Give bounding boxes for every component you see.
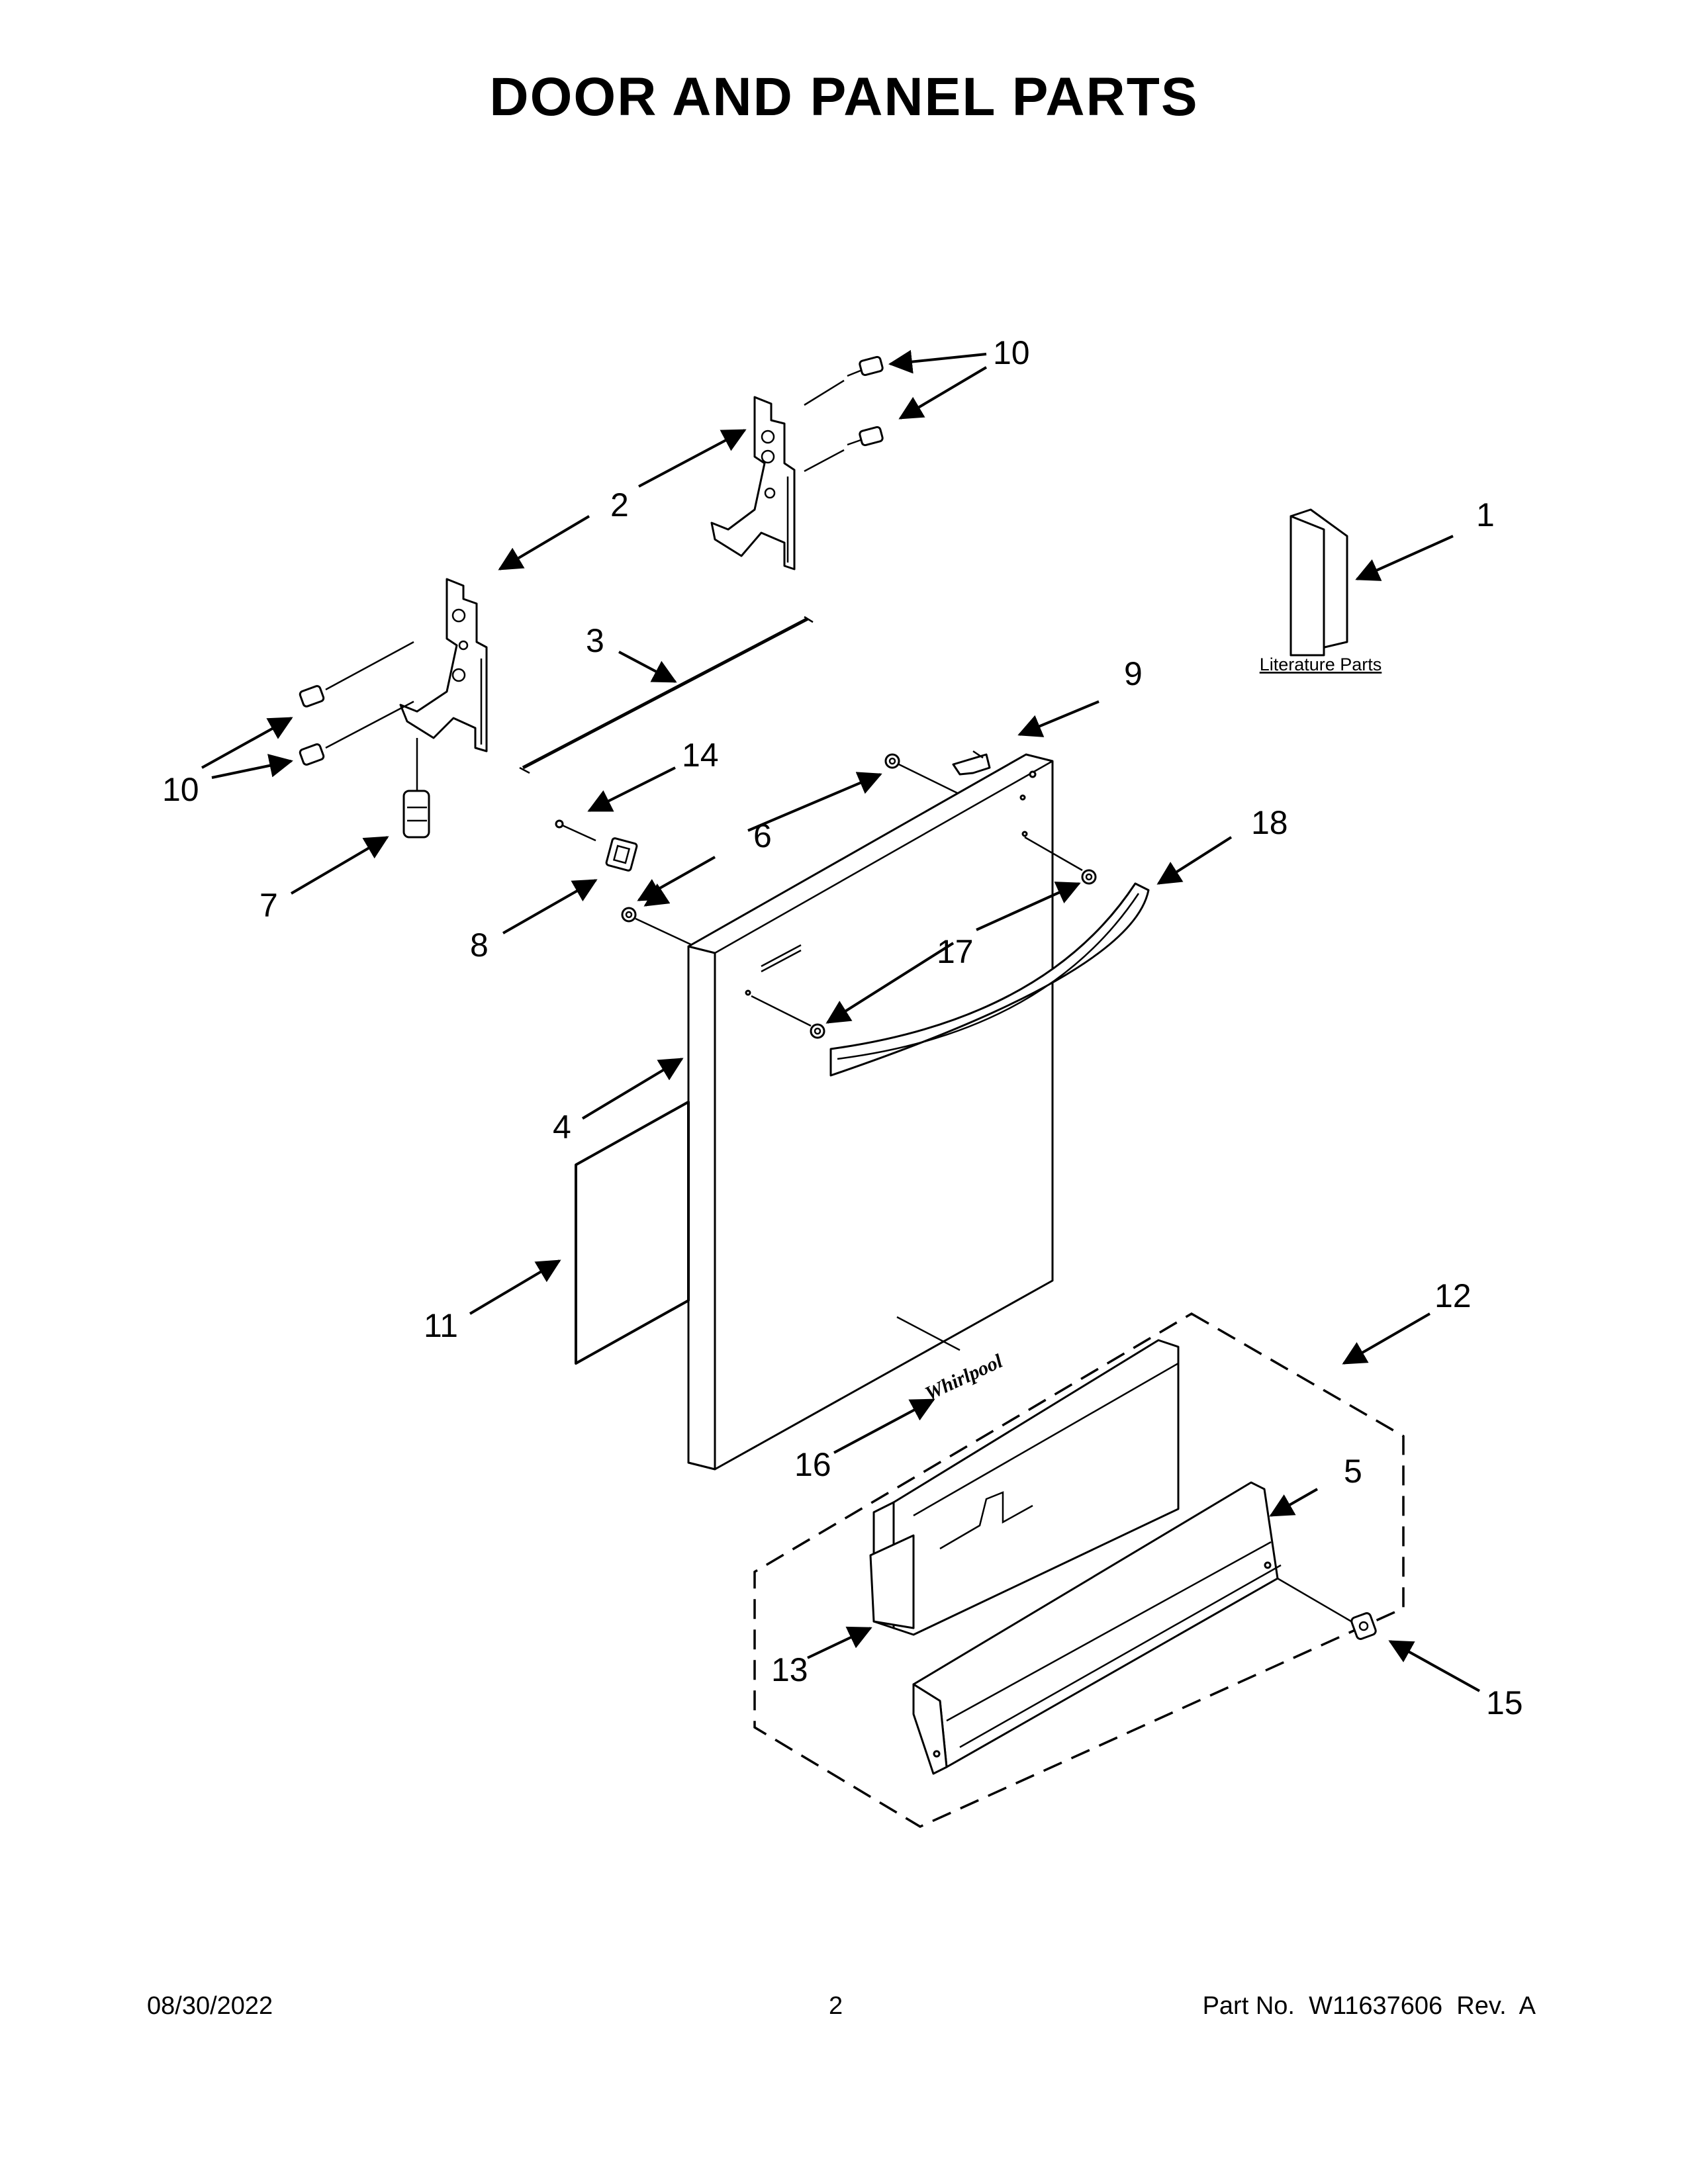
hinge-screw-upper-1[interactable]	[847, 355, 884, 377]
latch-clip[interactable]	[605, 837, 638, 872]
hinge-screw-left-1[interactable]	[299, 685, 325, 707]
door-rod[interactable]	[519, 615, 814, 774]
hinge-screw-upper-2[interactable]	[847, 426, 884, 447]
callout-9: 9	[1124, 655, 1143, 692]
callout-1: 1	[1476, 496, 1495, 533]
toe-panel-insert[interactable]	[869, 1339, 1180, 1636]
door-handle[interactable]	[829, 882, 1150, 1077]
callout-4: 4	[553, 1109, 571, 1146]
callout-12: 12	[1434, 1277, 1472, 1314]
literature-parts-label: Literature Parts	[1260, 655, 1382, 674]
spacer-lower[interactable]	[621, 907, 637, 923]
callout-3: 3	[586, 622, 604, 659]
hinge-screw-left-2[interactable]	[299, 743, 325, 766]
toe-panel[interactable]	[912, 1481, 1358, 1775]
toe-panel-assembly-outline	[753, 1312, 1405, 1828]
callout-7: 7	[259, 887, 278, 924]
callout-2: 2	[610, 486, 629, 523]
callout-16: 16	[794, 1446, 831, 1483]
page-title: DOOR AND PANEL PARTS	[489, 67, 1199, 127]
callout-11: 11	[424, 1307, 458, 1344]
callout-10-upper: 10	[993, 334, 1030, 371]
door-top-clip[interactable]	[952, 750, 991, 776]
callout-15: 15	[1486, 1684, 1523, 1721]
outer-door-panel[interactable]: Whirlpool	[687, 753, 1054, 1471]
callout-13: 13	[771, 1651, 808, 1688]
door-link[interactable]	[402, 790, 430, 839]
callout-10-left: 10	[162, 771, 199, 808]
footer-date: 08/30/2022	[147, 1992, 273, 2020]
callout-14: 14	[682, 737, 719, 774]
insulation-sheet[interactable]	[575, 1101, 690, 1365]
callout-8: 8	[470, 927, 489, 964]
spacer-upper[interactable]	[884, 753, 900, 769]
handle-screw-lower[interactable]	[810, 1023, 825, 1039]
hinge-bracket-right[interactable]	[710, 396, 796, 570]
footer-part-number: Part No. W11637606 Rev. A	[1202, 1992, 1536, 2020]
callout-18: 18	[1251, 804, 1288, 841]
handle-screw-upper[interactable]	[1081, 869, 1097, 885]
hinge-bracket-left[interactable]	[399, 578, 488, 752]
whirlpool-logo: Whirlpool	[921, 1350, 1006, 1405]
callout-17: 17	[937, 933, 974, 970]
footer-page-number: 2	[829, 1992, 843, 2020]
toe-panel-screw[interactable]	[1350, 1612, 1377, 1640]
clip-screw[interactable]	[555, 819, 596, 842]
literature-booklet[interactable]	[1289, 508, 1348, 657]
callout-6: 6	[753, 817, 772, 854]
callout-5: 5	[1344, 1453, 1362, 1490]
